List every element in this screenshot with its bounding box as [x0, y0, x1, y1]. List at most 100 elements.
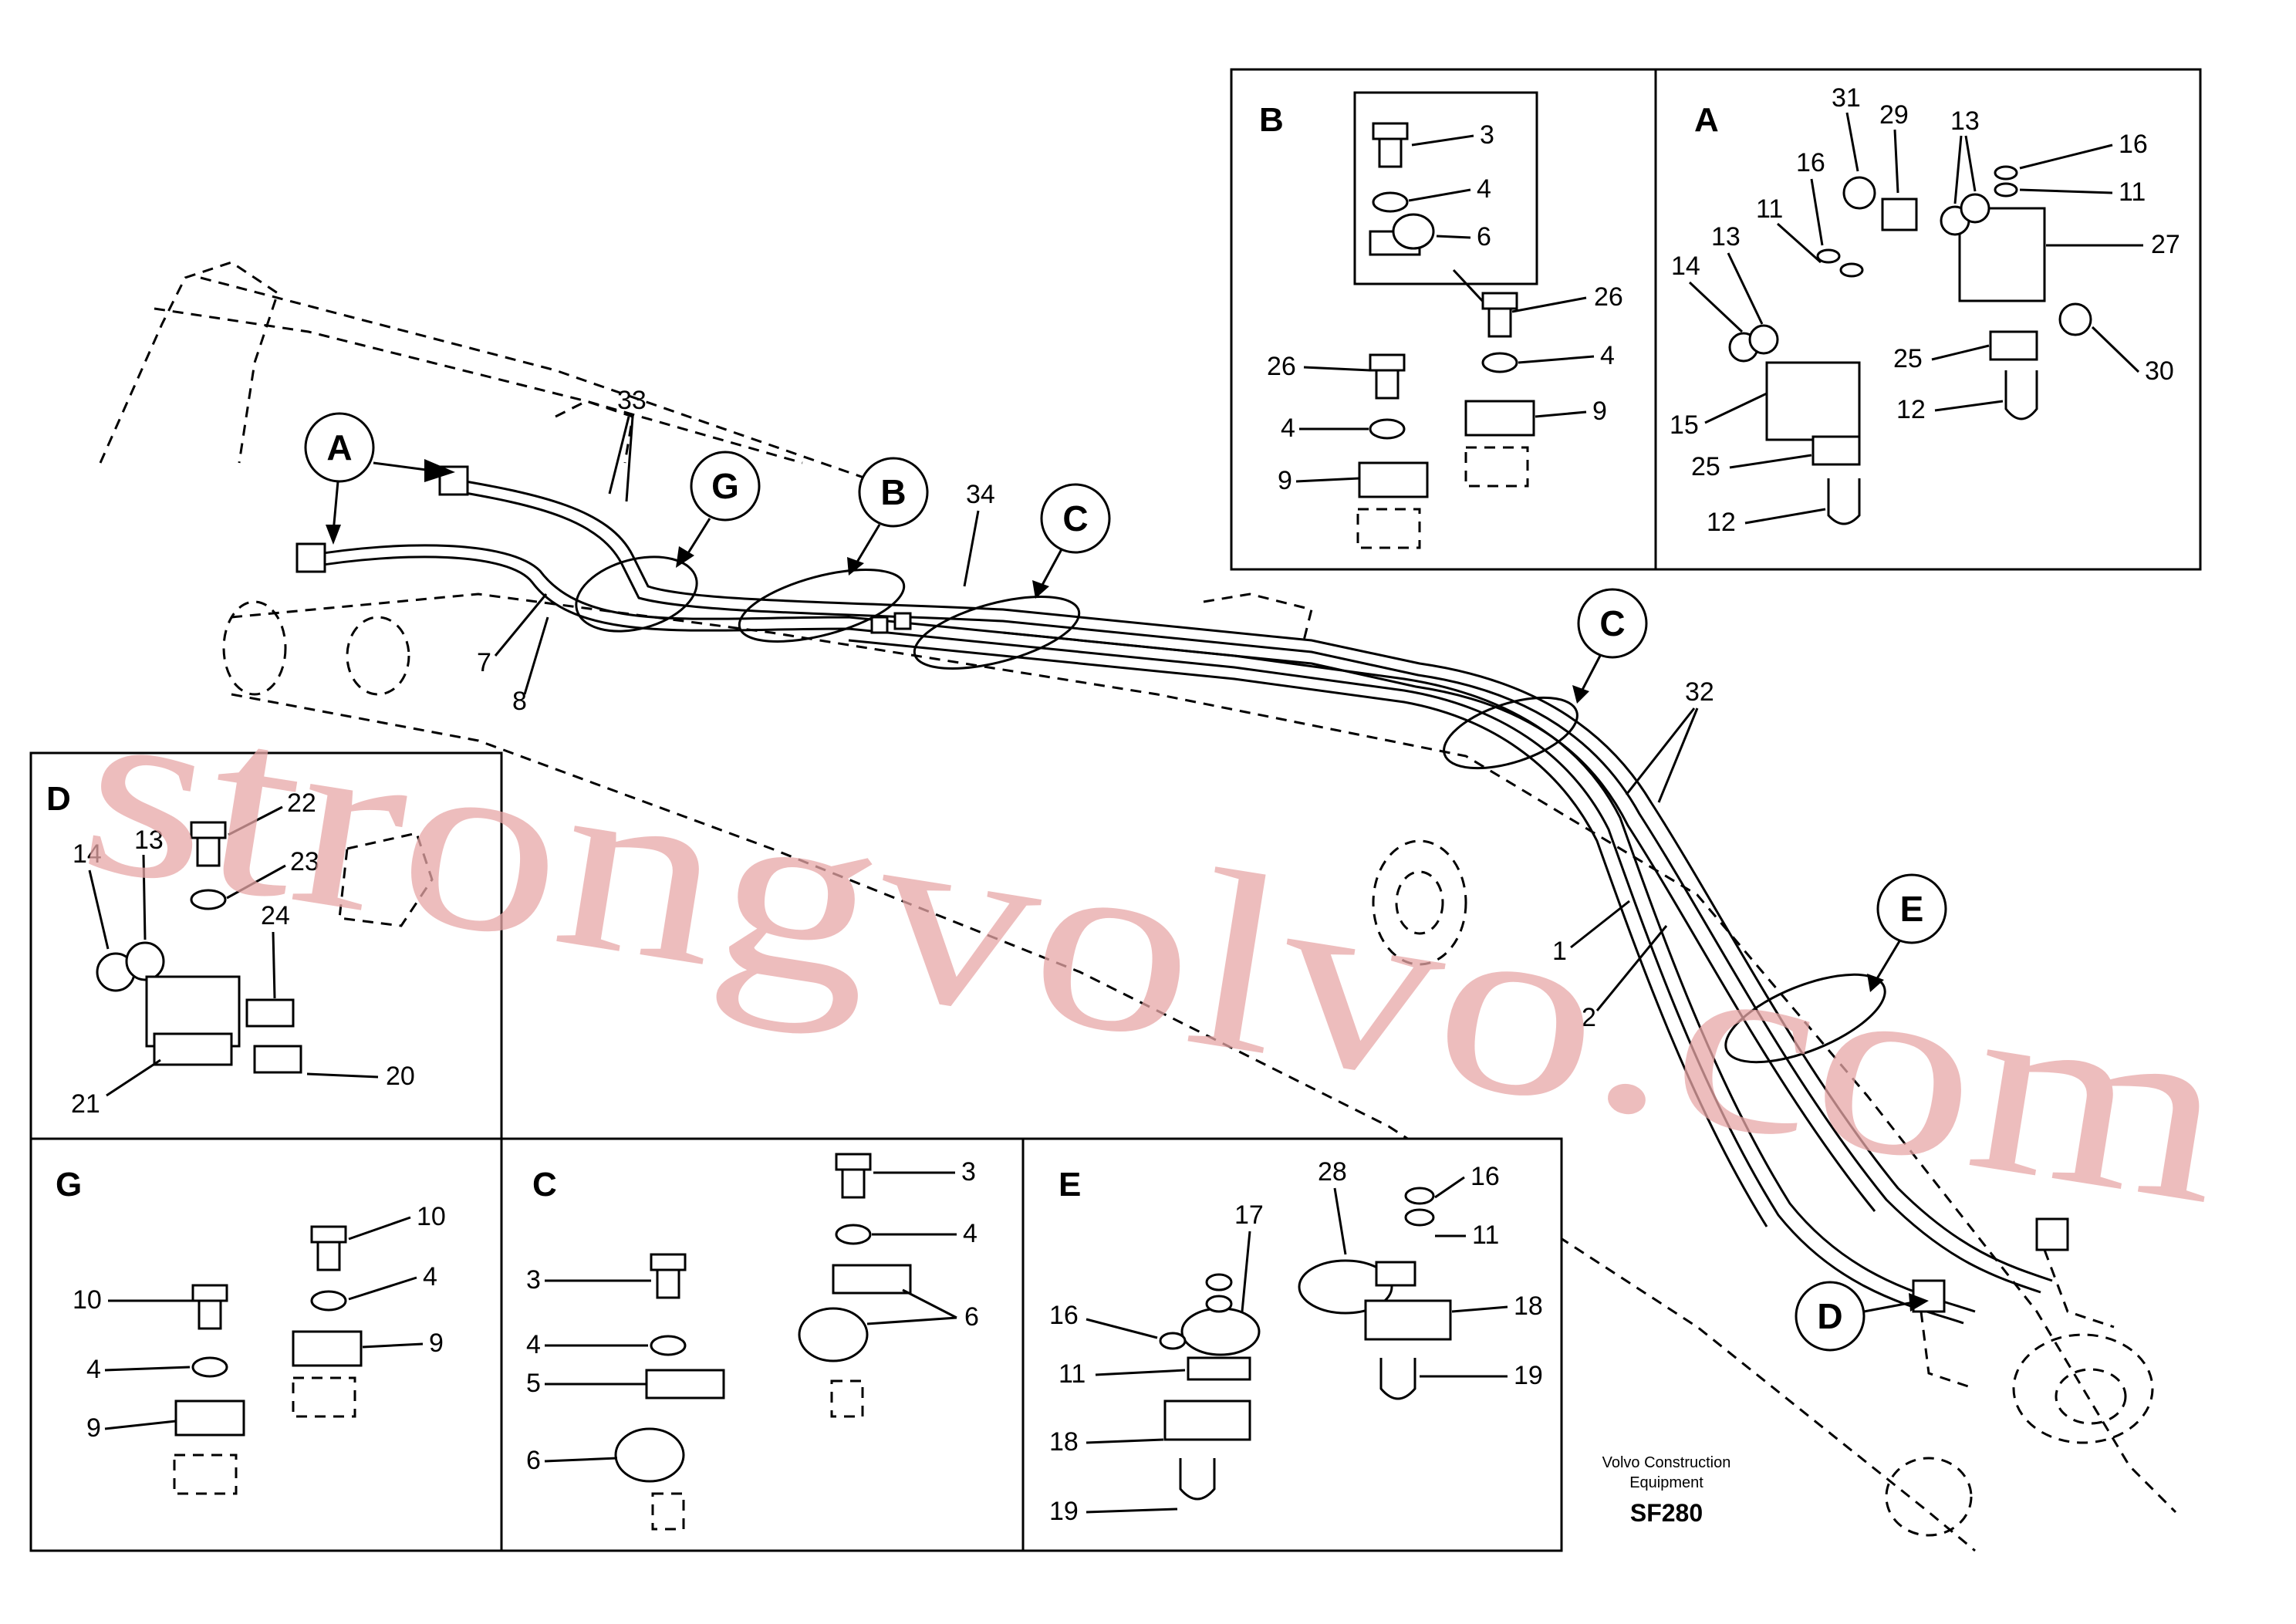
callout-B[interactable]: B	[858, 457, 929, 528]
B-label-3: 3	[1480, 120, 1494, 150]
panel-C-labels: 3 4 3 4 5 6 6	[526, 1157, 979, 1475]
footer-line1: Volvo Construction	[1602, 1454, 1731, 1471]
D-label-13: 13	[134, 826, 164, 855]
callout-arrows	[326, 459, 1929, 1313]
panel-B-letter: B	[1259, 101, 1284, 139]
E-label-17: 17	[1234, 1200, 1264, 1230]
A-label-14: 14	[1671, 252, 1700, 281]
panel-G: G	[29, 1137, 503, 1552]
A-label-31: 31	[1832, 83, 1861, 113]
callout-C-2-text: C	[1599, 603, 1625, 643]
C-label-4b: 4	[526, 1330, 541, 1359]
B-label-6: 6	[1477, 222, 1491, 252]
C-label-4: 4	[963, 1219, 977, 1248]
E-label-11b: 11	[1059, 1359, 1086, 1389]
B-label-4b: 4	[1600, 341, 1615, 370]
label-7: 7	[477, 648, 491, 677]
A-label-30: 30	[2145, 356, 2174, 386]
C-label-6: 6	[526, 1446, 541, 1475]
D-label-23: 23	[290, 847, 319, 876]
label-2: 2	[1582, 1003, 1596, 1032]
section-ellipses	[575, 555, 1886, 1064]
A-label-25: 25	[1893, 344, 1923, 373]
callout-E-text: E	[1900, 889, 1924, 929]
C-label-5: 5	[526, 1369, 541, 1398]
footer: Volvo Construction Equipment SF280	[1602, 1454, 1731, 1527]
A-label-25b: 25	[1691, 452, 1720, 481]
panel-A-labels: 31 29 13 16 11 16 11 13 27 14 30 25 15 1…	[1670, 83, 2180, 537]
B-label-4c: 4	[1281, 414, 1295, 443]
A-label-15: 15	[1670, 410, 1699, 440]
B-label-26b: 26	[1267, 352, 1296, 381]
G-label-10b: 10	[73, 1285, 102, 1315]
E-label-19b: 19	[1049, 1497, 1079, 1526]
callout-B-text: B	[880, 472, 906, 512]
A-label-12: 12	[1896, 395, 1926, 424]
D-label-14: 14	[73, 839, 102, 869]
A-label-13: 13	[1950, 106, 1980, 136]
E-label-18b: 18	[1049, 1427, 1079, 1457]
panel-D-letter: D	[46, 780, 71, 818]
C-label-6b: 6	[964, 1302, 979, 1332]
A-label-11: 11	[1756, 194, 1783, 224]
callout-G-text: G	[711, 466, 739, 506]
A-label-16: 16	[1796, 148, 1825, 177]
callout-D[interactable]: D	[1795, 1281, 1866, 1352]
D-label-21: 21	[71, 1089, 100, 1119]
callout-D-text: D	[1817, 1296, 1842, 1336]
D-label-22: 22	[287, 788, 316, 818]
callout-C-1-text: C	[1062, 498, 1088, 539]
callout-C-2[interactable]: C	[1577, 588, 1648, 659]
A-label-13b: 13	[1711, 222, 1741, 252]
panel-G-labels: 10 10 4 4 9 9	[73, 1202, 446, 1443]
G-label-10: 10	[417, 1202, 446, 1231]
D-label-20: 20	[386, 1062, 415, 1091]
label-32: 32	[1685, 677, 1714, 707]
callout-A-text: A	[326, 427, 352, 468]
B-label-9: 9	[1592, 397, 1607, 426]
E-label-28: 28	[1318, 1157, 1347, 1187]
E-label-11: 11	[1472, 1221, 1499, 1250]
A-label-27: 27	[2151, 230, 2180, 259]
E-label-18: 18	[1514, 1291, 1543, 1321]
G-label-9: 9	[429, 1329, 444, 1358]
A-label-29: 29	[1879, 100, 1909, 130]
panel-E-labels: 28 16 17 11 16 18 11 19 18 19	[1049, 1157, 1543, 1526]
C-label-3b: 3	[526, 1265, 541, 1295]
B-label-26: 26	[1594, 282, 1623, 312]
G-label-4b: 4	[86, 1355, 101, 1384]
A-label-11b: 11	[2119, 177, 2146, 207]
callout-C-1[interactable]: C	[1040, 483, 1111, 554]
panel-B: B	[1230, 68, 1657, 571]
footer-code: SF280	[1630, 1499, 1703, 1527]
panel-D-labels: 22 14 13 23 24 21 20	[71, 788, 415, 1119]
C-label-3: 3	[961, 1157, 976, 1187]
D-label-24: 24	[261, 901, 290, 930]
callout-A[interactable]: A	[304, 412, 375, 483]
panel-D: D	[29, 751, 503, 1140]
A-label-16b: 16	[2119, 130, 2148, 159]
callout-G[interactable]: G	[690, 451, 761, 522]
label-34: 34	[966, 480, 995, 509]
panel-G-letter: G	[56, 1166, 82, 1204]
label-33: 33	[617, 386, 647, 415]
E-label-16: 16	[1470, 1162, 1500, 1191]
callout-E[interactable]: E	[1876, 873, 1947, 944]
B-label-9b: 9	[1278, 466, 1292, 495]
E-label-16b: 16	[1049, 1301, 1079, 1330]
panel-E: E	[1021, 1137, 1563, 1552]
E-label-19: 19	[1514, 1361, 1543, 1390]
panel-A-letter: A	[1694, 101, 1719, 139]
G-label-9b: 9	[86, 1413, 101, 1443]
panel-C-letter: C	[532, 1166, 557, 1204]
panel-B-labels: 3 4 6 26 4 26 4 9 9	[1267, 120, 1623, 495]
panel-E-letter: E	[1059, 1166, 1081, 1204]
footer-line2: Equipment	[1629, 1474, 1703, 1491]
G-label-4: 4	[423, 1262, 437, 1291]
label-8: 8	[512, 687, 527, 716]
B-label-4: 4	[1477, 174, 1491, 204]
A-label-12b: 12	[1707, 508, 1736, 537]
panel-A: A	[1654, 68, 2202, 571]
